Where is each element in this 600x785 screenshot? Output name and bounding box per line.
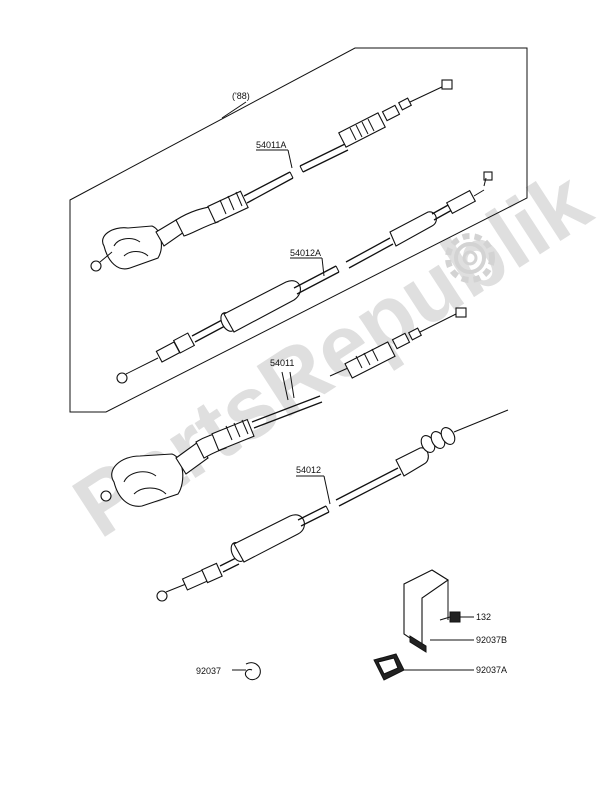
group-88-frame <box>69 47 528 413</box>
label-92037: 92037 <box>196 666 221 676</box>
cable-54011: 54011 <box>100 307 467 507</box>
part-92037A-clamp: 92037A <box>373 653 507 681</box>
label-92037A: 92037A <box>476 665 507 675</box>
part-92037B-bracket: 92037B <box>403 569 507 653</box>
label-54011: 54011 <box>270 358 294 368</box>
label-54012A: 54012A <box>290 248 321 258</box>
label-92037B: 92037B <box>476 635 507 645</box>
cable-54011A: 54011A <box>90 79 453 272</box>
cable-54012A: 54012A <box>116 171 493 384</box>
part-132-bolt: 132 <box>439 611 491 623</box>
label-132: 132 <box>476 612 491 622</box>
part-92037-clip: 92037 <box>196 662 261 681</box>
year-leader <box>221 101 247 119</box>
gear-icon <box>445 233 495 283</box>
label-54011A: 54011A <box>256 140 286 150</box>
label-54012: 54012 <box>296 465 321 475</box>
cable-54012: 54012 <box>156 409 509 602</box>
label-year: ('88) <box>232 91 250 101</box>
